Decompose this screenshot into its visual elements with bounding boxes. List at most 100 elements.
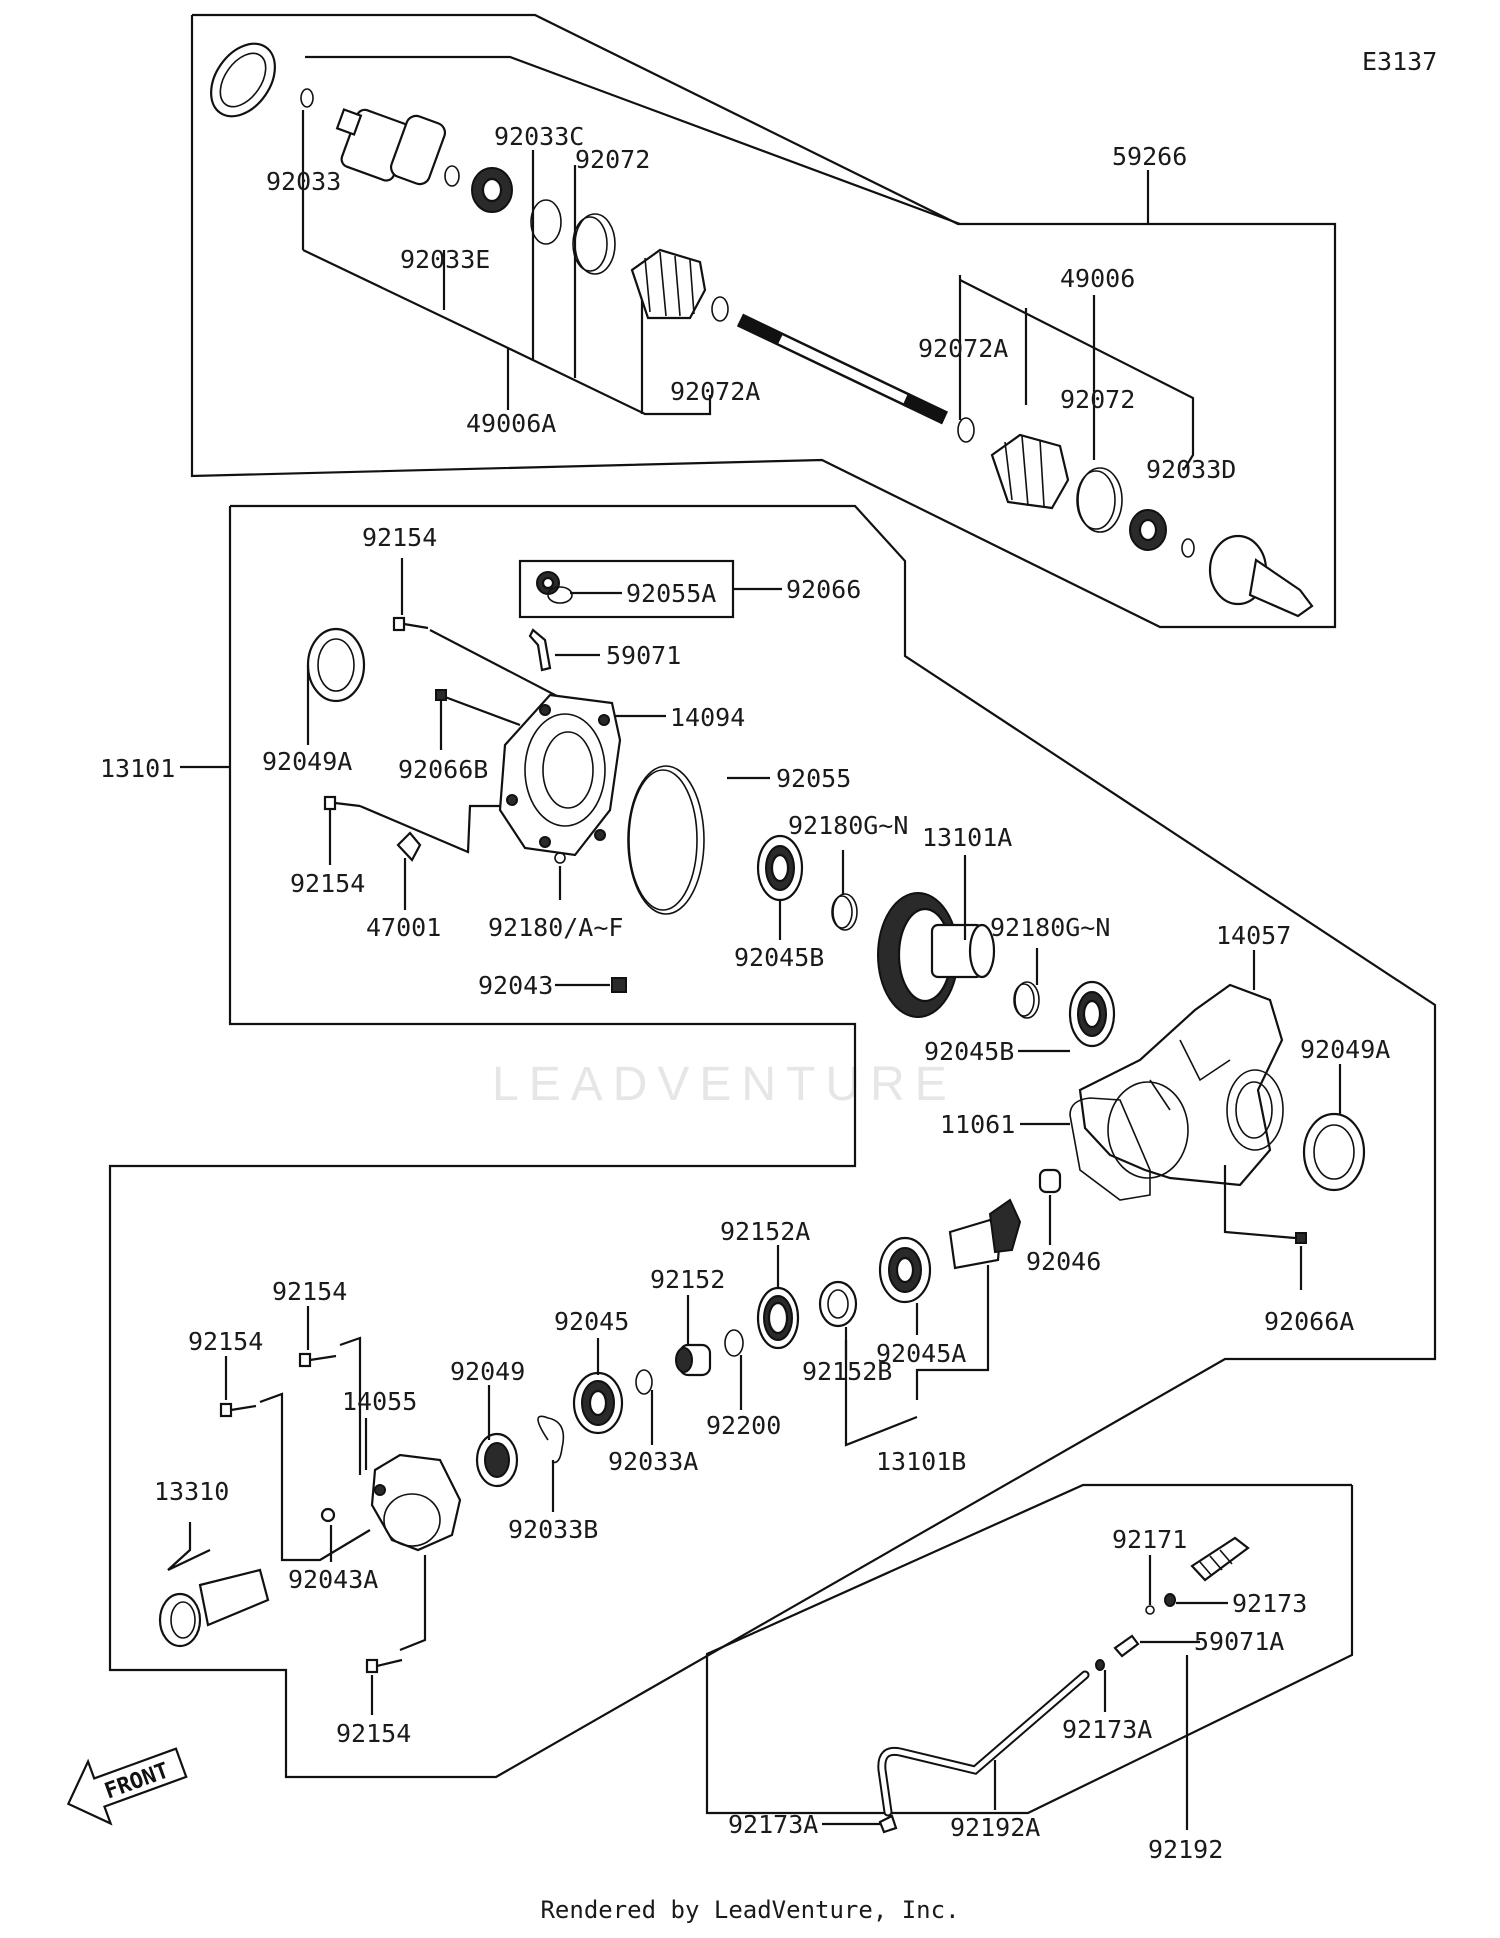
bolt-92154-upper-icon	[298, 1352, 337, 1368]
label-92045A: 92045A	[876, 1339, 966, 1368]
label-92180GN-2: 92180G~N	[990, 913, 1110, 942]
label-92055A: 92055A	[626, 579, 716, 608]
label-13101A: 13101A	[922, 823, 1012, 852]
label-92033: 92033	[266, 167, 341, 196]
leader-bolt-mid	[359, 804, 500, 854]
oil-seal-large-icon	[210, 42, 276, 118]
breather-fitting-59071-icon	[528, 628, 552, 672]
gasket-11061-icon	[1069, 1097, 1151, 1201]
label-49006A: 49006A	[466, 409, 556, 438]
shim-92180GN-left-icon	[831, 893, 858, 931]
leader-nut-case	[444, 695, 521, 727]
nut-92066B-icon	[435, 689, 447, 701]
bearing-92045B-right-icon	[1068, 980, 1116, 1048]
cage-outer-icon	[1129, 509, 1167, 551]
band-outer-icon	[1076, 467, 1123, 533]
cover-14055-icon	[370, 1453, 462, 1552]
clip-92173-small-icon	[1164, 1593, 1176, 1607]
label-92072A-1: 92072A	[670, 377, 760, 406]
label-13101B: 13101B	[876, 1447, 966, 1476]
label-92154-left: 92154	[188, 1327, 263, 1356]
group-outline-breather-hose	[705, 1483, 1354, 1815]
plug-92055A-icon	[536, 571, 573, 604]
bearing-92045B-left-icon	[756, 834, 804, 902]
label-59266: 59266	[1112, 142, 1187, 171]
label-59071A: 59071A	[1194, 1627, 1284, 1656]
label-92152A: 92152A	[720, 1217, 810, 1246]
leader-13310	[167, 1522, 211, 1571]
label-92033B: 92033B	[508, 1515, 598, 1544]
leader-13101B-bracket	[844, 1340, 918, 1447]
label-92043: 92043	[478, 971, 553, 1000]
nut-92066A-icon	[1295, 1232, 1307, 1244]
footer-credit: Rendered by LeadVenture, Inc.	[540, 1896, 960, 1924]
circlip-92033-icon	[300, 88, 314, 108]
leader-bolt-cover	[339, 1336, 362, 1475]
label-14094: 14094	[670, 703, 745, 732]
label-92154-upper: 92154	[272, 1277, 347, 1306]
label-92033D: 92033D	[1146, 455, 1236, 484]
label-13101: 13101	[100, 754, 175, 783]
label-92154-bottom: 92154	[336, 1719, 411, 1748]
bolt-92154-bottom-icon	[365, 1658, 403, 1674]
group-outline-drive-shaft	[190, 13, 1337, 629]
label-92180AF: 92180/A~F	[488, 913, 623, 942]
bearing-92045-icon	[572, 1371, 624, 1435]
diagram-code: E3137	[1362, 47, 1437, 76]
ring-gear-13101A-icon	[877, 892, 996, 1018]
collar-92152-icon	[675, 1343, 712, 1377]
cv-joint-outer-icon	[1208, 534, 1314, 618]
cv-joint-inner-icon	[335, 108, 447, 186]
oil-seal-92049A-right-icon	[1302, 1112, 1366, 1192]
label-92045B-2: 92045B	[924, 1037, 1014, 1066]
leader-bolt-left	[259, 1392, 371, 1562]
band-92072-icon	[572, 213, 616, 275]
label-13310: 13310	[154, 1477, 229, 1506]
boot-outer-icon	[990, 433, 1070, 510]
leader-92066A	[1223, 1165, 1296, 1240]
oil-seal-92049-icon	[475, 1432, 519, 1488]
label-14057: 14057	[1216, 921, 1291, 950]
label-14055: 14055	[342, 1387, 417, 1416]
gear-case-14057-icon	[1078, 983, 1284, 1187]
circlip-92033B-icon	[537, 1415, 565, 1464]
label-92033E: 92033E	[400, 245, 490, 274]
label-92045B-1: 92045B	[734, 943, 824, 972]
label-92046: 92046	[1026, 1247, 1101, 1276]
group-outline-final-gear-case	[108, 504, 1437, 1779]
bearing-92152B-icon	[818, 1280, 858, 1328]
o-ring-92055-icon	[627, 765, 705, 915]
clip-92171-icon	[1145, 1605, 1155, 1615]
label-11061: 11061	[940, 1110, 1015, 1139]
watermark: LEADVENTURE	[492, 1058, 957, 1111]
front-arrow-icon: FRONT	[66, 1747, 188, 1826]
label-92055: 92055	[776, 764, 851, 793]
leader-59266	[305, 55, 961, 226]
label-92033C: 92033C	[494, 122, 584, 151]
shim-92180-icon	[554, 852, 566, 864]
shim-92180GN-right-icon	[1013, 981, 1040, 1019]
clamp-92173A-left-icon	[878, 1814, 898, 1834]
label-92043A: 92043A	[288, 1565, 378, 1594]
label-92049: 92049	[450, 1357, 525, 1386]
leader-49006A	[302, 249, 712, 416]
label-92171: 92171	[1112, 1525, 1187, 1554]
axle-shaft-icon	[736, 313, 949, 425]
bolt-92154-mid-icon	[323, 795, 361, 811]
label-92072A-2: 92072A	[918, 334, 1008, 363]
label-92154-top: 92154	[362, 523, 437, 552]
label-92180GN-1: 92180G~N	[788, 811, 908, 840]
oil-seal-92049A-left-icon	[306, 627, 366, 703]
spacer-92200-icon	[724, 1329, 744, 1357]
breather-cap-92173-icon	[1190, 1536, 1250, 1582]
cage-bearing-icon	[471, 167, 513, 213]
label-92152B: 92152B	[802, 1357, 892, 1386]
label-92066A: 92066A	[1264, 1307, 1354, 1336]
label-92066B: 92066B	[398, 755, 488, 784]
band-92033C-icon	[530, 199, 562, 245]
plate-47001-icon	[396, 831, 422, 862]
label-49006: 49006	[1060, 264, 1135, 293]
leader-92154-bottom	[399, 1555, 427, 1652]
label-92066: 92066	[786, 575, 861, 604]
